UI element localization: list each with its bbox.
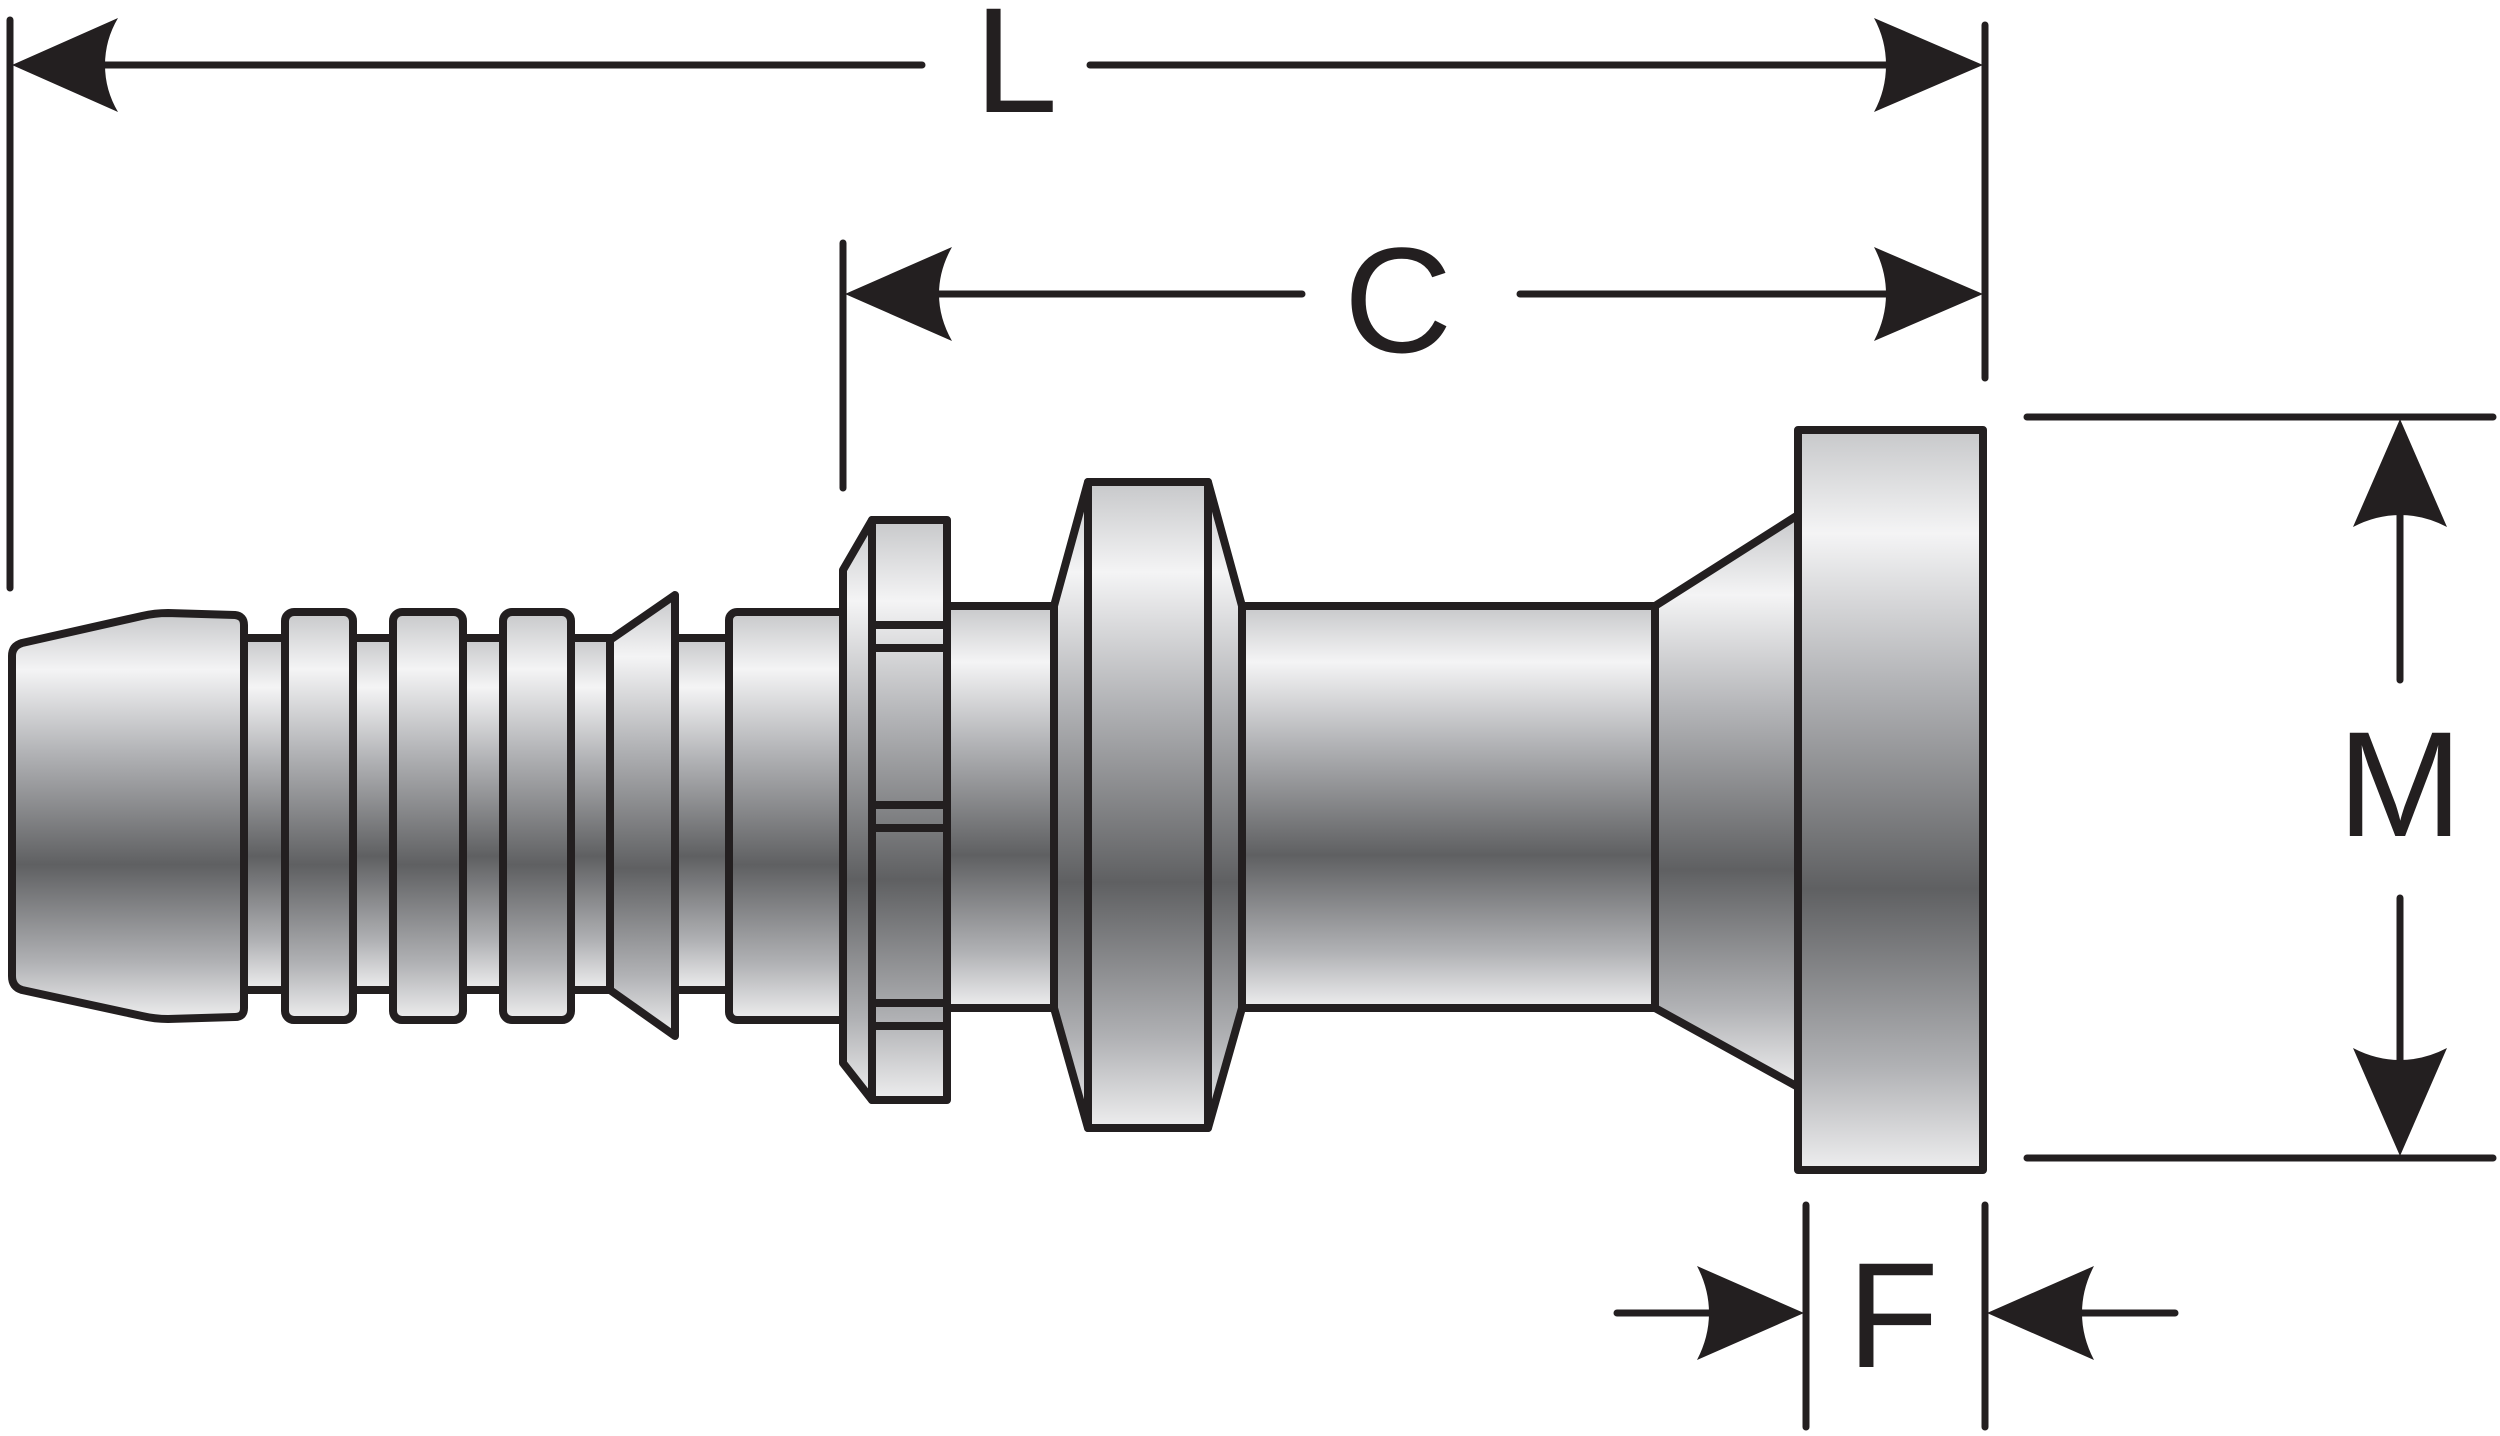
body-tube bbox=[1238, 602, 1659, 1012]
flange-taper bbox=[1651, 511, 1802, 1091]
arrow-up-icon bbox=[2353, 419, 2447, 527]
neck bbox=[943, 602, 1058, 1012]
arrow-right-icon bbox=[1874, 247, 1983, 341]
dimension-l: L bbox=[6, 0, 1989, 592]
dimension-label-c: C bbox=[1344, 216, 1452, 384]
shoulder-left-bevel bbox=[1050, 478, 1092, 1132]
arrow-right-icon bbox=[1874, 18, 1983, 112]
shoulder-right-bevel bbox=[1204, 478, 1246, 1132]
flange-head bbox=[1794, 426, 1987, 1174]
dimension-label-m: M bbox=[2338, 700, 2463, 868]
tapered-nose bbox=[8, 609, 248, 1023]
collar bbox=[725, 608, 851, 1024]
cone-barb bbox=[606, 591, 679, 1040]
arrow-left-icon bbox=[845, 247, 952, 341]
dimension-f: F bbox=[1613, 1201, 2179, 1431]
barb-ridge-3 bbox=[499, 608, 575, 1024]
arrow-left-icon bbox=[1987, 1266, 2094, 1360]
hex-chamfer bbox=[839, 516, 876, 1104]
shoulder-hex bbox=[1084, 478, 1212, 1132]
arrow-left-icon bbox=[12, 18, 118, 112]
dimension-m: M bbox=[2023, 413, 2497, 1162]
arrow-right-icon bbox=[1697, 1266, 1804, 1360]
dimension-label-f: F bbox=[1847, 1231, 1939, 1399]
hose-fitting bbox=[8, 426, 1987, 1174]
dimension-label-l: L bbox=[974, 0, 1057, 144]
barb-ridge-2 bbox=[389, 608, 467, 1024]
dimension-c: C bbox=[839, 216, 1983, 492]
arrow-down-icon bbox=[2353, 1048, 2447, 1156]
hex-nut bbox=[868, 516, 951, 1104]
barb-ridge-1 bbox=[281, 608, 357, 1024]
